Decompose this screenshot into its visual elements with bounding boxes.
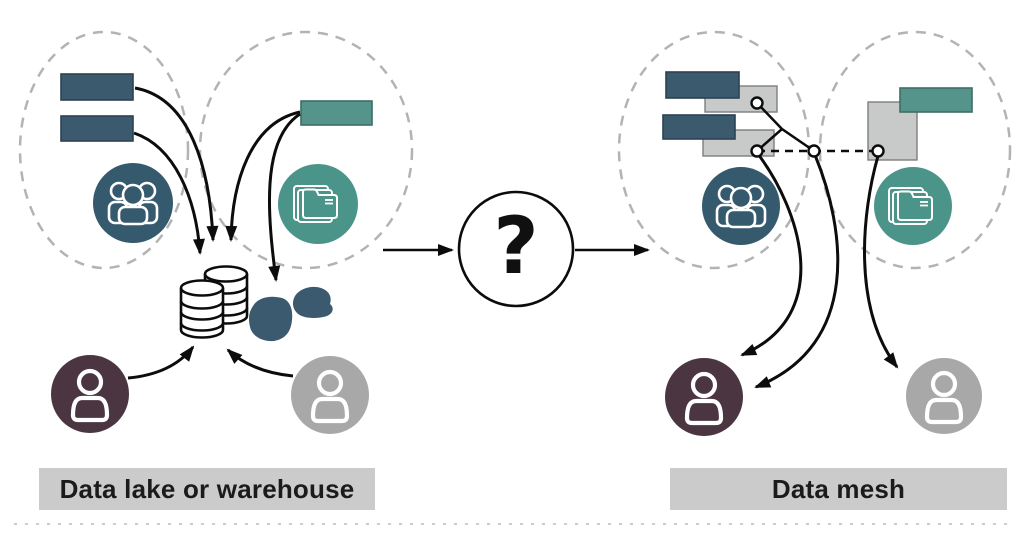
flow-arrow [225, 110, 301, 242]
data-asset-rect-teal [899, 87, 973, 113]
people-group-icon [93, 163, 173, 243]
data-asset-rect [60, 73, 134, 101]
people-group-icon [702, 167, 780, 245]
consumer-maroon-icon [51, 355, 129, 433]
blob-icon [249, 286, 333, 342]
data-asset-rect [662, 114, 736, 140]
flow-arrow [226, 348, 294, 378]
flow-arrow [754, 154, 840, 389]
flow-arrow [740, 153, 803, 357]
consumer-maroon-icon [665, 358, 743, 436]
data-blob [292, 286, 333, 318]
mesh-ports [750, 96, 885, 158]
folder-stack-icon [278, 164, 358, 244]
team-boundary-ellipse [198, 30, 414, 270]
serve-arrows [740, 153, 899, 389]
label-data-lake: Data lake or warehouse [39, 468, 375, 510]
flow-arrow [863, 155, 899, 369]
port-icon [871, 144, 885, 158]
flow-arrow [267, 112, 301, 282]
center-transition [383, 190, 650, 308]
data-asset-rect-teal [300, 100, 373, 126]
label-data-mesh: Data mesh [670, 468, 1007, 510]
port-icon [750, 144, 764, 158]
right-panel [617, 30, 1012, 436]
team-boundary-ellipse [818, 30, 1012, 270]
consumer-gray-icon [291, 356, 369, 434]
flow-arrow [134, 86, 219, 242]
team-boundary-ellipse [18, 30, 190, 270]
data-blob [249, 296, 293, 342]
flow-arrow [133, 131, 205, 255]
port-icon [750, 96, 764, 110]
data-asset-rect [60, 115, 134, 142]
left-panel [18, 30, 414, 434]
folder-stack-icon [874, 167, 952, 245]
database-icon [179, 265, 249, 339]
access-arrows [127, 345, 294, 380]
ingest-arrows [133, 86, 301, 282]
question-mark: ? [493, 202, 539, 292]
port-icon [807, 144, 821, 158]
flow-arrow [127, 345, 195, 380]
question-circle [457, 190, 575, 308]
data-asset-rect [665, 71, 740, 99]
consumer-gray-icon [906, 358, 982, 434]
